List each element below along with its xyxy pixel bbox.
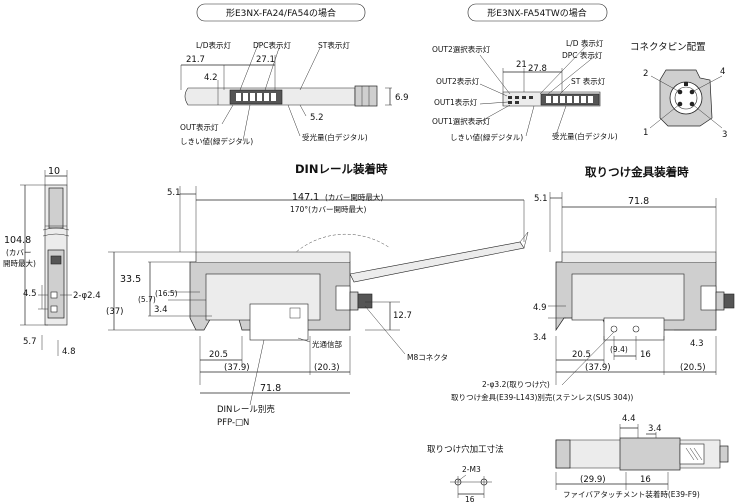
fiber-dim-29-9: (29.9) — [580, 475, 606, 485]
title-connector-pin: コネクタピン配置 — [630, 42, 706, 53]
dim-5-2: 5.2 — [310, 113, 324, 123]
din-dim-37-9: (37.9) — [224, 363, 250, 373]
bracket-view — [548, 192, 735, 386]
label-light-comm: 光通信部 — [312, 339, 342, 349]
bracket-dim-4-9: 4.9 — [533, 303, 547, 313]
bracket-dim-3-4: 3.4 — [533, 333, 547, 343]
header-box-fa24 — [196, 3, 366, 22]
title-din: DINレール装着時 — [295, 162, 388, 176]
label-m8: M8コネクタ — [407, 353, 448, 362]
mount-dim-m3: 2-M3 — [462, 465, 481, 474]
bracket-dim-20-5: 20.5 — [572, 350, 591, 360]
header-fa54tw: 形E3NX-FA54TWの場合 — [487, 7, 586, 19]
side-dim-4-8: 4.8 — [62, 347, 76, 357]
bracket-dim-9-4: (9.4) — [610, 345, 628, 354]
title-mount-hole: 取りつけ穴加工寸法 — [427, 444, 504, 455]
label-ld-fa24: L/D表示灯 — [196, 40, 231, 50]
header-box-fa54tw — [467, 3, 608, 22]
dim-6-9: 6.9 — [395, 93, 409, 103]
label-mount-hole: 2-φ3.2(取りつけ穴) — [482, 379, 550, 389]
pin-4: 4 — [720, 67, 725, 77]
label-recv-tw: 受光量(白デジタル) — [552, 131, 618, 141]
din-dim-37: (37) — [106, 307, 123, 317]
din-dim-20-3: (20.3) — [314, 363, 340, 373]
side-note-1: (カバー — [6, 248, 31, 257]
din-dim-12-7: 12.7 — [393, 311, 412, 321]
fa24-amplifier-view — [180, 41, 392, 142]
din-dim-5-1: 5.1 — [167, 188, 181, 198]
label-out1sel: OUT1選択表示灯 — [432, 116, 491, 126]
connector-pin-diagram — [649, 69, 723, 129]
label-ld-tw: L/D 表示灯 — [566, 38, 604, 48]
din-dim-147: 147.1 — [292, 192, 319, 203]
side-dim-4-5: 4.5 — [23, 289, 37, 299]
side-view — [20, 170, 72, 356]
din-dim-71-8: 71.8 — [260, 383, 281, 394]
label-out1: OUT1表示灯 — [434, 97, 478, 107]
label-thresh-fa24: しきい値(緑デジタル) — [180, 136, 253, 146]
label-out-fa24: OUT表示灯 — [180, 122, 219, 132]
dim-27-1: 27.1 — [256, 55, 275, 65]
label-fiber: ファイバアタッチメント装着時(E39-F9) — [563, 489, 700, 499]
dim-4-2: 4.2 — [204, 73, 218, 83]
din-dim-5-7: (5.7) — [138, 295, 156, 304]
fiber-attachment-view — [555, 424, 729, 490]
din-dim-20-5: 20.5 — [209, 350, 228, 360]
bracket-dim-20-5b: (20.5) — [680, 363, 706, 373]
fiber-dim-3-4: 3.4 — [648, 424, 662, 434]
label-st-tw: ST 表示灯 — [571, 76, 606, 86]
dim-21-7: 21.7 — [186, 55, 205, 65]
side-dim-10: 10 — [48, 166, 60, 177]
mount-dim-16: 16 — [465, 495, 475, 503]
side-dim-104-8: 104.8 — [4, 235, 31, 246]
title-bracket: 取りつけ金具装着時 — [585, 165, 689, 179]
bracket-dim-4-3: 4.3 — [690, 339, 704, 349]
din-dim-33-5: 33.5 — [120, 274, 141, 285]
side-dim-phi: 2-φ2.4 — [73, 291, 101, 301]
din-dim-3-4: 3.4 — [154, 305, 168, 315]
label-out2sel: OUT2選択表示灯 — [432, 44, 491, 54]
pin-1: 1 — [643, 128, 648, 138]
bracket-dim-71-8: 71.8 — [628, 196, 649, 207]
bracket-dim-5-1: 5.1 — [534, 194, 548, 204]
din-dim-170: 170°(カバー開時最大) — [290, 204, 366, 214]
label-rail-1: DINレール別売 — [217, 404, 275, 415]
dim-21: 21 — [516, 60, 527, 70]
label-dpc-fa24: DPC表示灯 — [253, 40, 292, 50]
din-rail-view — [108, 186, 529, 406]
header-fa24: 形E3NX-FA24/FA54の場合 — [226, 7, 336, 19]
side-note-2: 開時最大) — [3, 258, 36, 268]
fiber-dim-16: 16 — [640, 475, 651, 485]
fa54tw-amplifier-view — [475, 43, 601, 137]
dim-27-8: 27.8 — [528, 64, 547, 74]
label-st-fa24: ST表示灯 — [318, 40, 350, 50]
din-dim-16-5: (16.5) — [155, 289, 178, 298]
bracket-dim-16: 16 — [640, 350, 651, 360]
pin-2: 2 — [643, 69, 648, 79]
mount-hole-diagram — [450, 474, 492, 498]
fiber-dim-4-4: 4.4 — [622, 414, 636, 424]
label-rail-2: PFP-□N — [217, 418, 249, 428]
label-out2: OUT2表示灯 — [436, 76, 480, 86]
din-dim-147-note: (カバー開時最大) — [325, 192, 383, 202]
side-dim-5-7: 5.7 — [23, 337, 37, 347]
label-bracket-note: 取りつけ金具(E39-L143)別売(ステンレス(SUS 304)) — [451, 392, 633, 402]
label-dpc-tw: DPC 表示灯 — [562, 50, 603, 60]
label-thresh-tw: しきい値(緑デジタル) — [450, 132, 523, 142]
bracket-dim-37-9: (37.9) — [585, 363, 611, 373]
label-recv-fa24: 受光量(白デジタル) — [302, 132, 368, 142]
pin-3: 3 — [722, 130, 727, 140]
